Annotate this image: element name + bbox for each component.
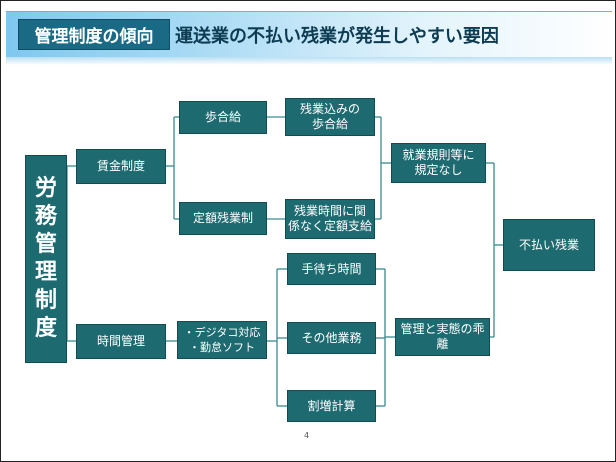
overtime-included-commission-box: 残業込みの 歩合給 — [285, 98, 375, 136]
management-gap-box: 管理と実態の乖 離 — [395, 318, 490, 356]
labor-management-system-box: 労 務 管 理 制 度 — [25, 155, 67, 363]
commission-pay-box: 歩合給 — [179, 101, 267, 134]
time-management-box: 時間管理 — [76, 324, 166, 359]
section-tag: 管理制度の傾向 — [18, 19, 170, 50]
waiting-time-box: 手待ち時間 — [287, 253, 376, 285]
slide-title: 運送業の不払い残業が発生しやすい要因 — [175, 26, 499, 47]
fixed-overtime-box: 定額残業制 — [179, 202, 267, 235]
labor-char: 度 — [34, 316, 57, 341]
labor-char: 理 — [34, 260, 57, 285]
digitacho-software-box: ・デジタコ対応 ・勤怠ソフト — [177, 321, 267, 359]
other-duties-box: その他業務 — [287, 322, 376, 354]
banner-shadow — [6, 57, 612, 65]
labor-char: 労 — [34, 176, 57, 201]
no-work-rules-box: 就業規則等に 規定なし — [391, 143, 486, 183]
unpaid-overtime-box: 不払い残業 — [503, 219, 595, 271]
fixed-payment-box: 残業時間に関 係なく定額支給 — [285, 199, 375, 239]
labor-char: 制 — [34, 288, 57, 313]
wage-system-box: 賃金制度 — [76, 149, 166, 184]
premium-calculation-box: 割増計算 — [287, 390, 376, 422]
labor-char: 管 — [34, 232, 57, 257]
page-number: 4 — [304, 431, 310, 440]
labor-char: 務 — [34, 204, 57, 229]
